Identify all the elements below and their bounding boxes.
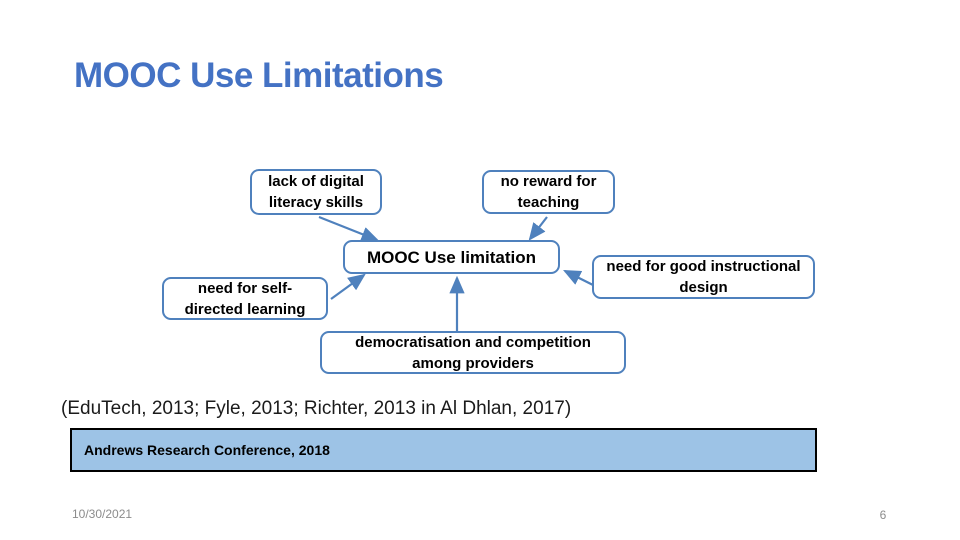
diagram-node-need-good-instructional-design: need for good instructional design	[592, 255, 815, 299]
citation-text: (EduTech, 2013; Fyle, 2013; Richter, 201…	[61, 398, 572, 419]
diagram-node-no-reward-for-teaching: no reward for teaching	[482, 170, 615, 214]
slide-number: 6	[879, 508, 887, 522]
diagram-node-lack-of-digital-literacy: lack of digital literacy skills	[250, 169, 382, 215]
footer-date: 10/30/2021	[72, 507, 133, 521]
diagram-node-need-self-directed-learning: need for self- directed learning	[162, 277, 328, 320]
arrow-design-to-center	[563, 270, 594, 286]
arrow-reward-to-center	[528, 216, 548, 241]
arrow-lack-to-center	[318, 215, 380, 242]
page-title: MOOC Use Limitations	[74, 56, 444, 95]
conference-banner: Andrews Research Conference, 2018	[70, 428, 817, 472]
diagram-node-mooc-use-limitation: MOOC Use limitation	[343, 240, 560, 274]
diagram-node-democratisation-competition: democratisation and competition among pr…	[320, 331, 626, 374]
conference-banner-label: Andrews Research Conference, 2018	[84, 442, 330, 458]
arrow-self-to-center	[330, 273, 366, 300]
